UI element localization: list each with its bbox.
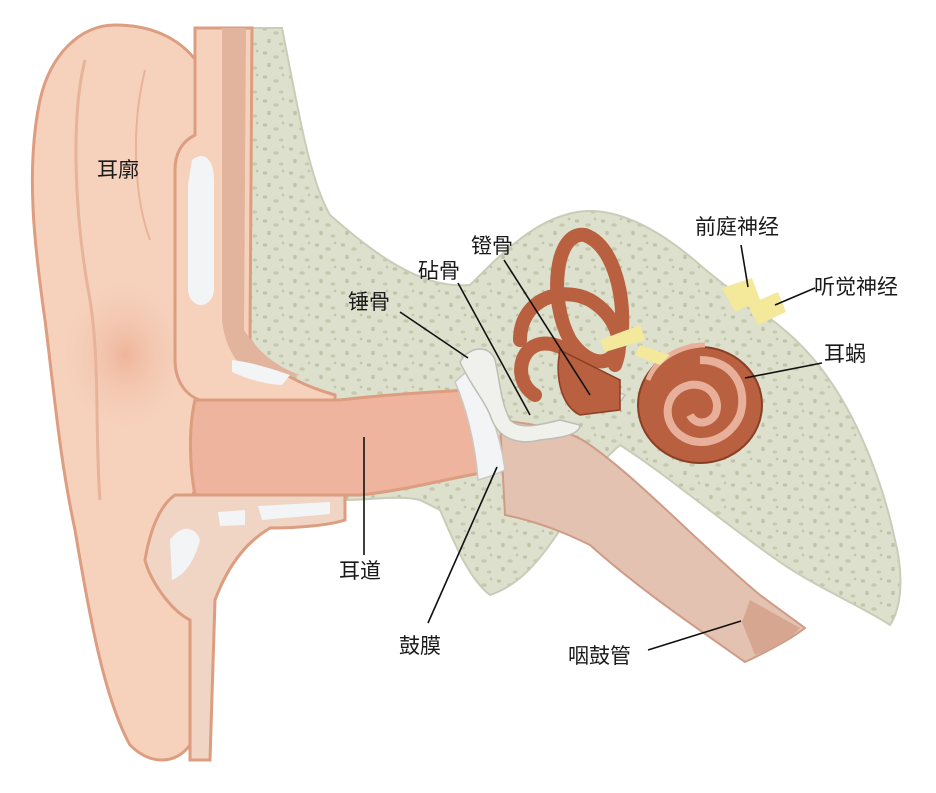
leader-malleus bbox=[399, 311, 469, 359]
semicircular-canals bbox=[513, 227, 630, 416]
leader-lines bbox=[363, 244, 823, 651]
ear-canal-shape bbox=[189, 388, 503, 497]
label-eustachian-tube: 咽鼓管 bbox=[568, 644, 631, 668]
nerves bbox=[600, 278, 786, 365]
leader-auditory-nerve bbox=[774, 287, 816, 306]
leader-incus bbox=[457, 282, 531, 416]
label-stapes: 镫骨 bbox=[471, 234, 513, 258]
pinna-shape bbox=[30, 23, 207, 762]
label-incus: 砧骨 bbox=[418, 259, 460, 283]
leader-stapes bbox=[503, 259, 591, 396]
label-pinna: 耳廓 bbox=[97, 158, 139, 182]
label-cochlea: 耳蜗 bbox=[824, 342, 866, 366]
label-eardrum: 鼓膜 bbox=[399, 634, 441, 658]
label-auditory-nerve: 听觉神经 bbox=[814, 275, 898, 299]
label-malleus: 锤骨 bbox=[348, 290, 390, 314]
label-ear-canal: 耳道 bbox=[339, 559, 381, 583]
leader-eustachian-tube bbox=[647, 620, 742, 651]
leader-eardrum bbox=[427, 466, 498, 624]
label-vestibular-nerve: 前庭神经 bbox=[695, 215, 779, 239]
eustachian-tube-shape bbox=[498, 418, 807, 664]
head-tissue bbox=[143, 26, 347, 762]
leader-cochlea bbox=[744, 362, 823, 379]
leader-vestibular-nerve bbox=[740, 244, 749, 288]
